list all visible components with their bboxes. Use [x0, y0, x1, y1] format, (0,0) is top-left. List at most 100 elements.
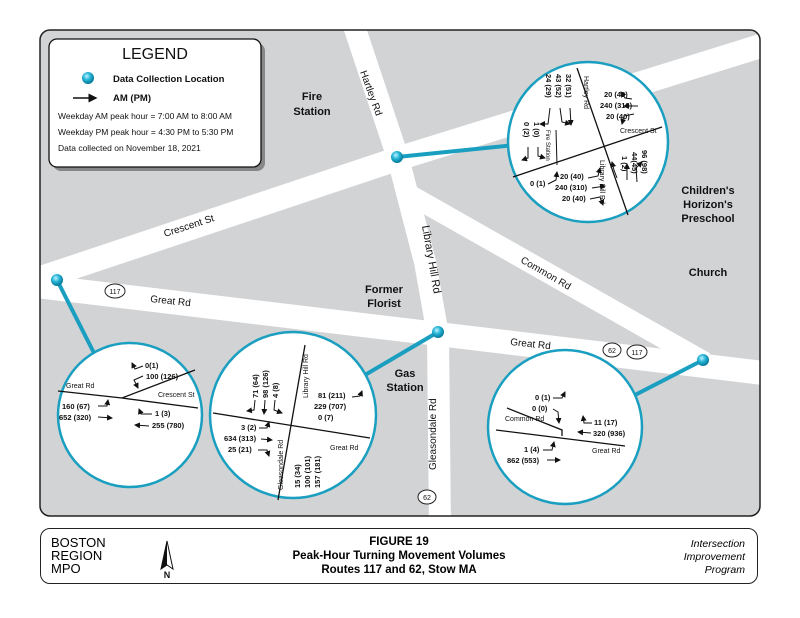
svg-text:255 (780): 255 (780) [152, 421, 185, 430]
map-frame [39, 29, 761, 517]
svg-text:117: 117 [631, 350, 642, 357]
common-rd-road [400, 183, 710, 371]
svg-text:0 (7): 0 (7) [318, 413, 334, 422]
svg-text:AM (PM): AM (PM) [113, 93, 151, 104]
route-62-shield: 62 [602, 342, 622, 358]
great-rd-label-west: Great Rd [150, 294, 192, 309]
leader-lines [55, 143, 704, 397]
svg-text:Fire Station: Fire Station [544, 130, 550, 161]
program-name: Intersection Improvement Program [683, 538, 745, 576]
svg-text:71 (64): 71 (64) [251, 374, 260, 398]
svg-text:Great Rd: Great Rd [330, 445, 359, 452]
svg-text:24 (29): 24 (29) [544, 74, 553, 98]
svg-text:11 (17): 11 (17) [594, 418, 618, 427]
turn-arrows [543, 391, 592, 463]
svg-text:0(1): 0(1) [145, 361, 159, 370]
svg-text:Data collected on November 18,: Data collected on November 18, 2021 [58, 143, 201, 153]
svg-text:320 (936): 320 (936) [593, 429, 626, 438]
figure-title: FIGURE 19 Peak-Hour Turning Movement Vol… [292, 536, 506, 576]
svg-text:240 (310): 240 (310) [555, 183, 588, 192]
data-collection-location-icon [82, 72, 94, 84]
svg-text:62: 62 [423, 495, 431, 502]
svg-text:81 (211): 81 (211) [318, 391, 346, 400]
fire-station-label: Fire [302, 91, 322, 103]
svg-text:100 (126): 100 (126) [146, 372, 179, 381]
hartley-library-road [341, 30, 451, 516]
data-collection-location-icon[interactable] [432, 326, 444, 338]
route-117-shield: 117 [104, 283, 126, 299]
svg-text:240 (310): 240 (310) [600, 101, 633, 110]
org-name: BOSTON REGION MPO [51, 535, 106, 576]
svg-text:Common Rd: Common Rd [505, 416, 544, 423]
svg-text:652 (320): 652 (320) [59, 413, 92, 422]
svg-text:32 (51): 32 (51) [564, 74, 573, 98]
svg-text:Weekday PM peak hour = 4:30 PM: Weekday PM peak hour = 4:30 PM to 5:30 P… [58, 127, 233, 137]
svg-text:Gleasondale Rd: Gleasondale Rd [278, 440, 285, 490]
turn-arrows [97, 362, 152, 429]
svg-text:44(45): 44(45) [630, 152, 639, 174]
svg-text:157 (181): 157 (181) [313, 455, 322, 488]
svg-text:Station: Station [293, 106, 331, 118]
former-florist-label: Former [365, 284, 404, 296]
preschool-label: Children's [681, 185, 734, 197]
north-arrow-icon: N [160, 540, 174, 579]
svg-text:100 (101): 100 (101) [303, 455, 312, 488]
svg-text:1 (2): 1 (2) [620, 156, 629, 172]
svg-text:1 (4): 1 (4) [524, 445, 540, 454]
data-collection-location-icon[interactable] [697, 354, 709, 366]
legend: LEGEND Data Collection Location AM (PM) … [48, 38, 265, 171]
svg-text:20 (40): 20 (40) [560, 172, 584, 181]
route-117-shield: 117 [626, 344, 648, 360]
svg-text:Horizon's: Horizon's [683, 199, 733, 211]
svg-text:3 (2): 3 (2) [241, 423, 257, 432]
svg-text:0 (0): 0 (0) [532, 404, 548, 413]
svg-text:1 (3): 1 (3) [155, 409, 171, 418]
place-labels: Fire Station Former Florist Gas Station … [293, 91, 734, 394]
data-collection-dots [51, 151, 709, 366]
svg-text:Crescent St: Crescent St [158, 392, 195, 399]
svg-text:862 (553): 862 (553) [507, 456, 540, 465]
turn-arrows [521, 91, 643, 206]
svg-text:Station: Station [386, 382, 424, 394]
svg-text:0 (1): 0 (1) [535, 393, 551, 402]
svg-text:634 (313): 634 (313) [224, 434, 257, 443]
gleasondale-rd-label: Gleasondale Rd [428, 398, 439, 470]
svg-text:98 (126): 98 (126) [261, 370, 270, 398]
svg-text:0 (1): 0 (1) [530, 179, 546, 188]
svg-text:25 (21): 25 (21) [228, 445, 252, 454]
route-62-shield: 62 [417, 489, 437, 505]
svg-text:Hartley Rd: Hartley Rd [582, 76, 589, 109]
legend-title: LEGEND [122, 46, 188, 63]
svg-text:117: 117 [109, 289, 120, 296]
svg-text:15 (34): 15 (34) [293, 464, 302, 488]
svg-text:Florist: Florist [367, 298, 401, 310]
data-collection-location-icon[interactable] [391, 151, 403, 163]
svg-text:229 (707): 229 (707) [314, 402, 347, 411]
intersection-crescent-library: Hartley Rd Crescent St Library Hill Rd F… [506, 60, 670, 224]
svg-text:20 (40): 20 (40) [604, 90, 628, 99]
svg-text:43 (52): 43 (52) [554, 74, 563, 98]
svg-text:96 (98): 96 (98) [640, 150, 649, 174]
svg-text:Library Hill Rd: Library Hill Rd [303, 354, 310, 398]
data-collection-location-icon[interactable] [51, 274, 63, 286]
svg-text:Preschool: Preschool [681, 213, 734, 225]
svg-text:1 (0): 1 (0) [532, 122, 541, 138]
gas-station-label: Gas [395, 368, 416, 380]
figure-footer: BOSTON REGION MPO N FIGURE 19 Peak-Hour … [40, 528, 758, 584]
intersection-great-crescent: Great Rd Crescent St 0(1) 100 (126) 160 … [56, 341, 204, 489]
svg-text:20 (40): 20 (40) [606, 112, 630, 121]
svg-text:Great Rd: Great Rd [592, 448, 621, 455]
svg-text:Crescent St: Crescent St [620, 128, 657, 135]
svg-text:Library Hill Rd: Library Hill Rd [598, 160, 605, 204]
svg-text:Great Rd: Great Rd [66, 383, 95, 390]
svg-text:0 (2): 0 (2) [522, 122, 531, 138]
intersection-great-library: Library Hill Rd Great Rd Gleasondale Rd … [208, 330, 378, 501]
intersection-great-common: Common Rd Great Rd 0 (1) 0 (0) 11 (17) 3… [486, 348, 644, 506]
svg-text:62: 62 [608, 348, 616, 355]
route-shields: 117 62 117 62 [104, 283, 648, 505]
svg-text:Weekday AM peak hour = 7:00 AM: Weekday AM peak hour = 7:00 AM to 8:00 A… [58, 111, 232, 121]
svg-text:20 (40): 20 (40) [562, 194, 586, 203]
svg-text:N: N [164, 570, 171, 579]
church-label: Church [689, 267, 728, 279]
